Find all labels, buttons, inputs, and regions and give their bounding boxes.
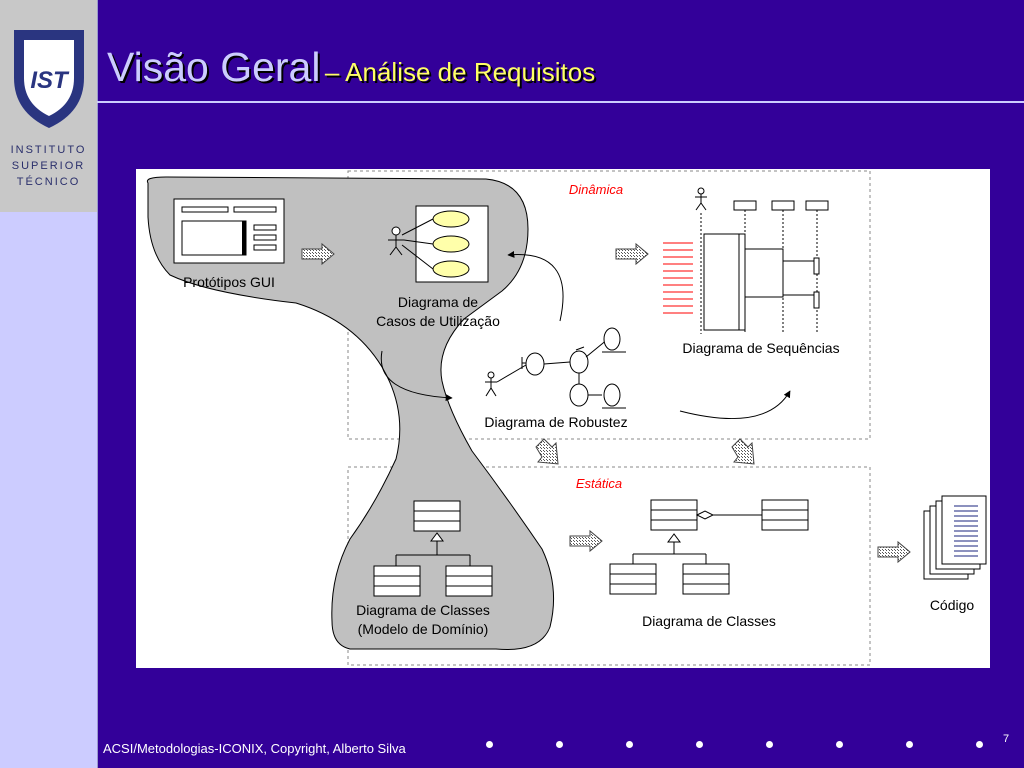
title-main: Visão Geral xyxy=(107,44,321,90)
title-sub: – Análise de Requisitos xyxy=(324,57,596,87)
arrow-to-classes xyxy=(569,529,603,553)
domain-class-icon xyxy=(373,500,493,597)
logo: IST INSTITUTO SUPERIOR TÉCNICO xyxy=(0,0,97,212)
overview-diagram: Dinâmica Estática Protótipos GUI xyxy=(136,169,990,668)
arrow-to-sequence xyxy=(615,242,649,266)
logo-line-3: TÉCNICO xyxy=(16,176,81,188)
use-case-label-1: Diagrama de xyxy=(398,294,478,310)
bullet-dot xyxy=(626,741,633,748)
domain-label-2: (Modelo de Domínio) xyxy=(358,621,489,637)
logo-monogram: IST xyxy=(30,67,70,94)
use-case-label-2: Casos de Utilização xyxy=(376,313,500,329)
page-title: Visão Geral – Análise de Requisitos xyxy=(107,44,595,91)
sidebar: IST INSTITUTO SUPERIOR TÉCNICO xyxy=(0,0,98,768)
bullet-dot xyxy=(556,741,563,748)
dynamic-label: Dinâmica xyxy=(569,182,623,197)
footer-dots xyxy=(480,736,1000,756)
bullet-dot xyxy=(766,741,773,748)
bullet-dot xyxy=(836,741,843,748)
class-diagram-icon xyxy=(609,499,809,595)
gui-label: Protótipos GUI xyxy=(183,274,275,290)
arrow-robustness-to-classes-1 xyxy=(535,438,559,465)
class-diagram-label: Diagrama de Classes xyxy=(642,613,776,629)
gui-prototype-icon xyxy=(173,198,285,264)
code-label: Código xyxy=(930,597,975,613)
robustness-diagram-icon xyxy=(485,327,626,409)
arrow-robustness-to-usecase xyxy=(507,250,564,322)
static-label: Estática xyxy=(576,476,622,491)
arrow-robustness-to-sequence xyxy=(679,390,791,420)
code-documents-icon xyxy=(923,495,987,580)
title-rule xyxy=(97,101,1024,103)
arrow-usecase-to-robustness xyxy=(380,350,453,402)
bullet-dot xyxy=(696,741,703,748)
arrow-to-code xyxy=(877,540,911,564)
footer-copyright: ACSI/Metodologias-ICONIX, Copyright, Alb… xyxy=(103,741,406,756)
sequence-diagram-icon xyxy=(663,187,829,334)
arrow-robustness-to-classes-2 xyxy=(731,438,755,465)
domain-label-1: Diagrama de Classes xyxy=(356,602,490,618)
logo-line-1: INSTITUTO xyxy=(10,144,87,156)
robustness-label: Diagrama de Robustez xyxy=(484,414,627,430)
sequence-label: Diagrama de Sequências xyxy=(682,340,839,356)
page-number: 7 xyxy=(1003,733,1010,745)
bullet-dot xyxy=(976,741,983,748)
use-case-diagram-icon xyxy=(388,205,489,283)
shield-icon: IST xyxy=(14,30,84,128)
bullet-dot xyxy=(486,741,493,748)
arrow-gui-to-usecase xyxy=(301,242,335,266)
bullet-dot xyxy=(906,741,913,748)
logo-line-2: SUPERIOR xyxy=(11,160,86,172)
